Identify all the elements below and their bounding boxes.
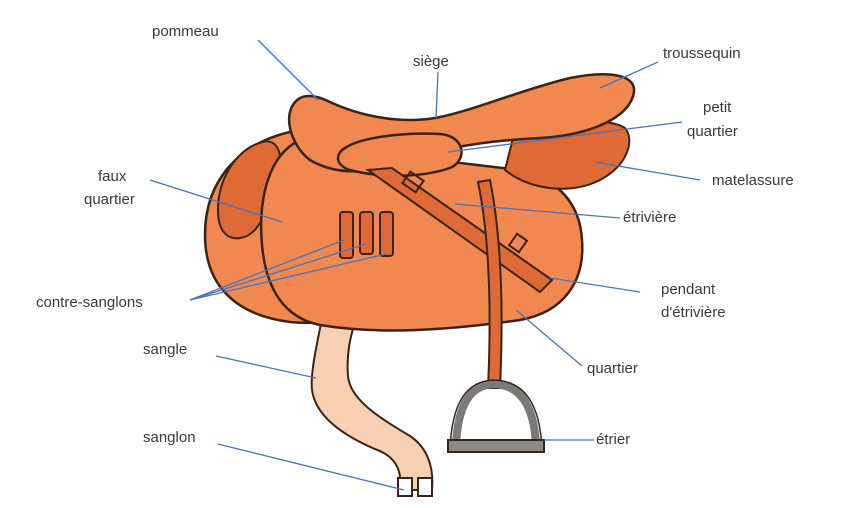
label-petit-quartier-line1: petit — [703, 99, 731, 117]
contre-sanglon-3 — [380, 212, 393, 256]
label-etrier: étrier — [596, 431, 630, 449]
label-sangle: sangle — [143, 341, 187, 359]
label-troussequin: troussequin — [663, 45, 741, 63]
label-contre-sanglons: contre-sanglons — [36, 294, 143, 312]
leader-quartier — [516, 310, 582, 366]
label-pommeau: pommeau — [152, 23, 219, 41]
girth-buckle-2 — [418, 478, 432, 496]
leader-sanglon — [218, 444, 404, 490]
label-pendant-line2: d'étrivière — [661, 304, 726, 322]
girth-strap — [312, 318, 433, 490]
label-etriviere: étrivière — [623, 209, 676, 227]
label-quartier: quartier — [587, 360, 638, 378]
leader-siege — [436, 72, 438, 118]
contre-sanglon-2 — [360, 212, 373, 254]
label-siege: siège — [413, 53, 449, 71]
leader-sangle — [216, 356, 316, 378]
label-petit-quartier-line2: quartier — [687, 123, 738, 141]
label-faux-quartier-line1: faux — [98, 168, 126, 186]
label-pendant-line1: pendant — [661, 281, 715, 299]
label-faux-quartier-line2: quartier — [84, 191, 135, 209]
label-sanglon: sanglon — [143, 429, 196, 447]
label-matelassure: matelassure — [712, 172, 794, 190]
leader-pommeau — [258, 40, 318, 100]
girth-buckle-1 — [398, 478, 412, 496]
stirrup-tread — [448, 440, 544, 452]
